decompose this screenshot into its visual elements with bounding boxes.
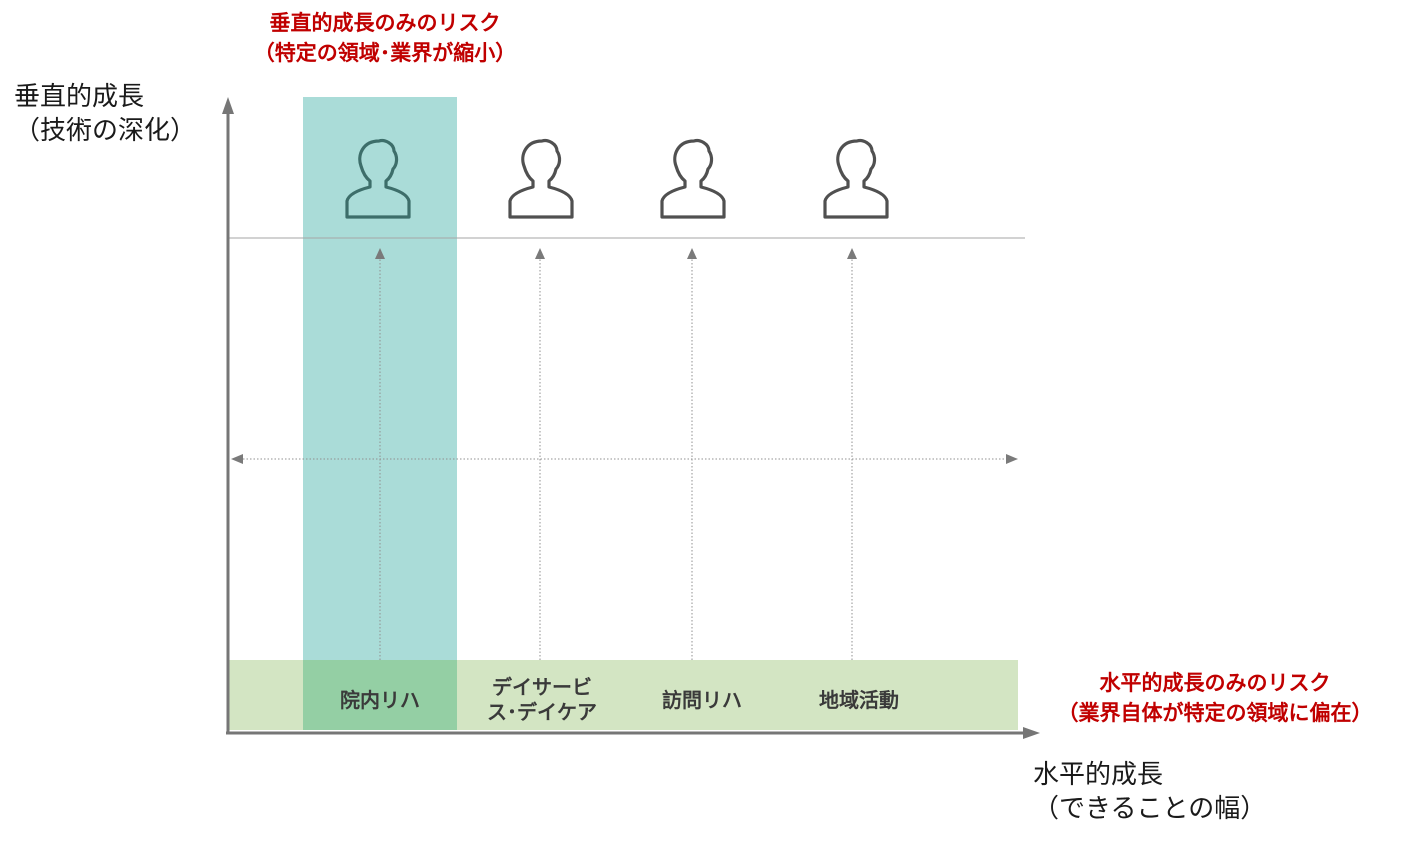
horizontal-risk-line1: 水平的成長のみのリスク (1099, 671, 1331, 695)
horizontal-arrow-head-right (1006, 454, 1018, 464)
horizontal-risk-title: 水平的成長のみのリスク （業界自体が特定の領域に偏在） (1030, 668, 1400, 728)
category-label-3-line1: 訪問リハ (662, 687, 742, 712)
category-label-4: 地域活動 (784, 660, 934, 740)
vertical-arrow-head-3 (687, 248, 697, 259)
person-silhouette-icon (508, 138, 574, 219)
x-axis-label: 水平的成長 （できることの幅） (1033, 758, 1266, 826)
vertical-arrow-head-4 (847, 248, 857, 259)
x-axis-label-line1: 水平的成長 (1033, 760, 1164, 790)
category-label-1: 院内リハ (303, 660, 457, 740)
category-label-2-line1: デイサービ (492, 675, 592, 699)
x-axis-arrow-head (1023, 727, 1040, 739)
vertical-arrow-head-2 (535, 248, 545, 259)
vertical-risk-title: 垂直的成長のみのリスク （特定の領域･業界が縮小） (230, 8, 540, 68)
category-label-2-line2: ス･デイケア (487, 700, 597, 724)
y-axis-label-line1: 垂直的成長 (14, 82, 145, 112)
category-label-3: 訪問リハ (627, 660, 777, 740)
category-label-4-line1: 地域活動 (819, 687, 899, 712)
vertical-risk-line1: 垂直的成長のみのリスク (269, 11, 501, 35)
person-silhouette-icon (345, 138, 411, 219)
category-band-highlight (303, 660, 457, 730)
vertical-risk-line2: （特定の領域･業界が縮小） (253, 41, 517, 65)
y-axis-arrow-head (222, 97, 234, 114)
horizontal-arrow-head-left (231, 454, 243, 464)
y-axis-label: 垂直的成長 （技術の深化） (14, 80, 196, 148)
person-silhouette-icon (660, 138, 726, 219)
vertical-arrow-head-1 (375, 248, 385, 259)
y-axis-label-line2: （技術の深化） (14, 116, 197, 146)
category-label-2: デイサービ ス･デイケア (467, 660, 617, 740)
category-label-1-line1: 院内リハ (340, 687, 420, 712)
horizontal-risk-line2: （業界自体が特定の領域に偏在） (1057, 701, 1373, 725)
x-axis-label-line2: （できることの幅） (1033, 794, 1267, 824)
person-silhouette-icon (823, 138, 889, 219)
